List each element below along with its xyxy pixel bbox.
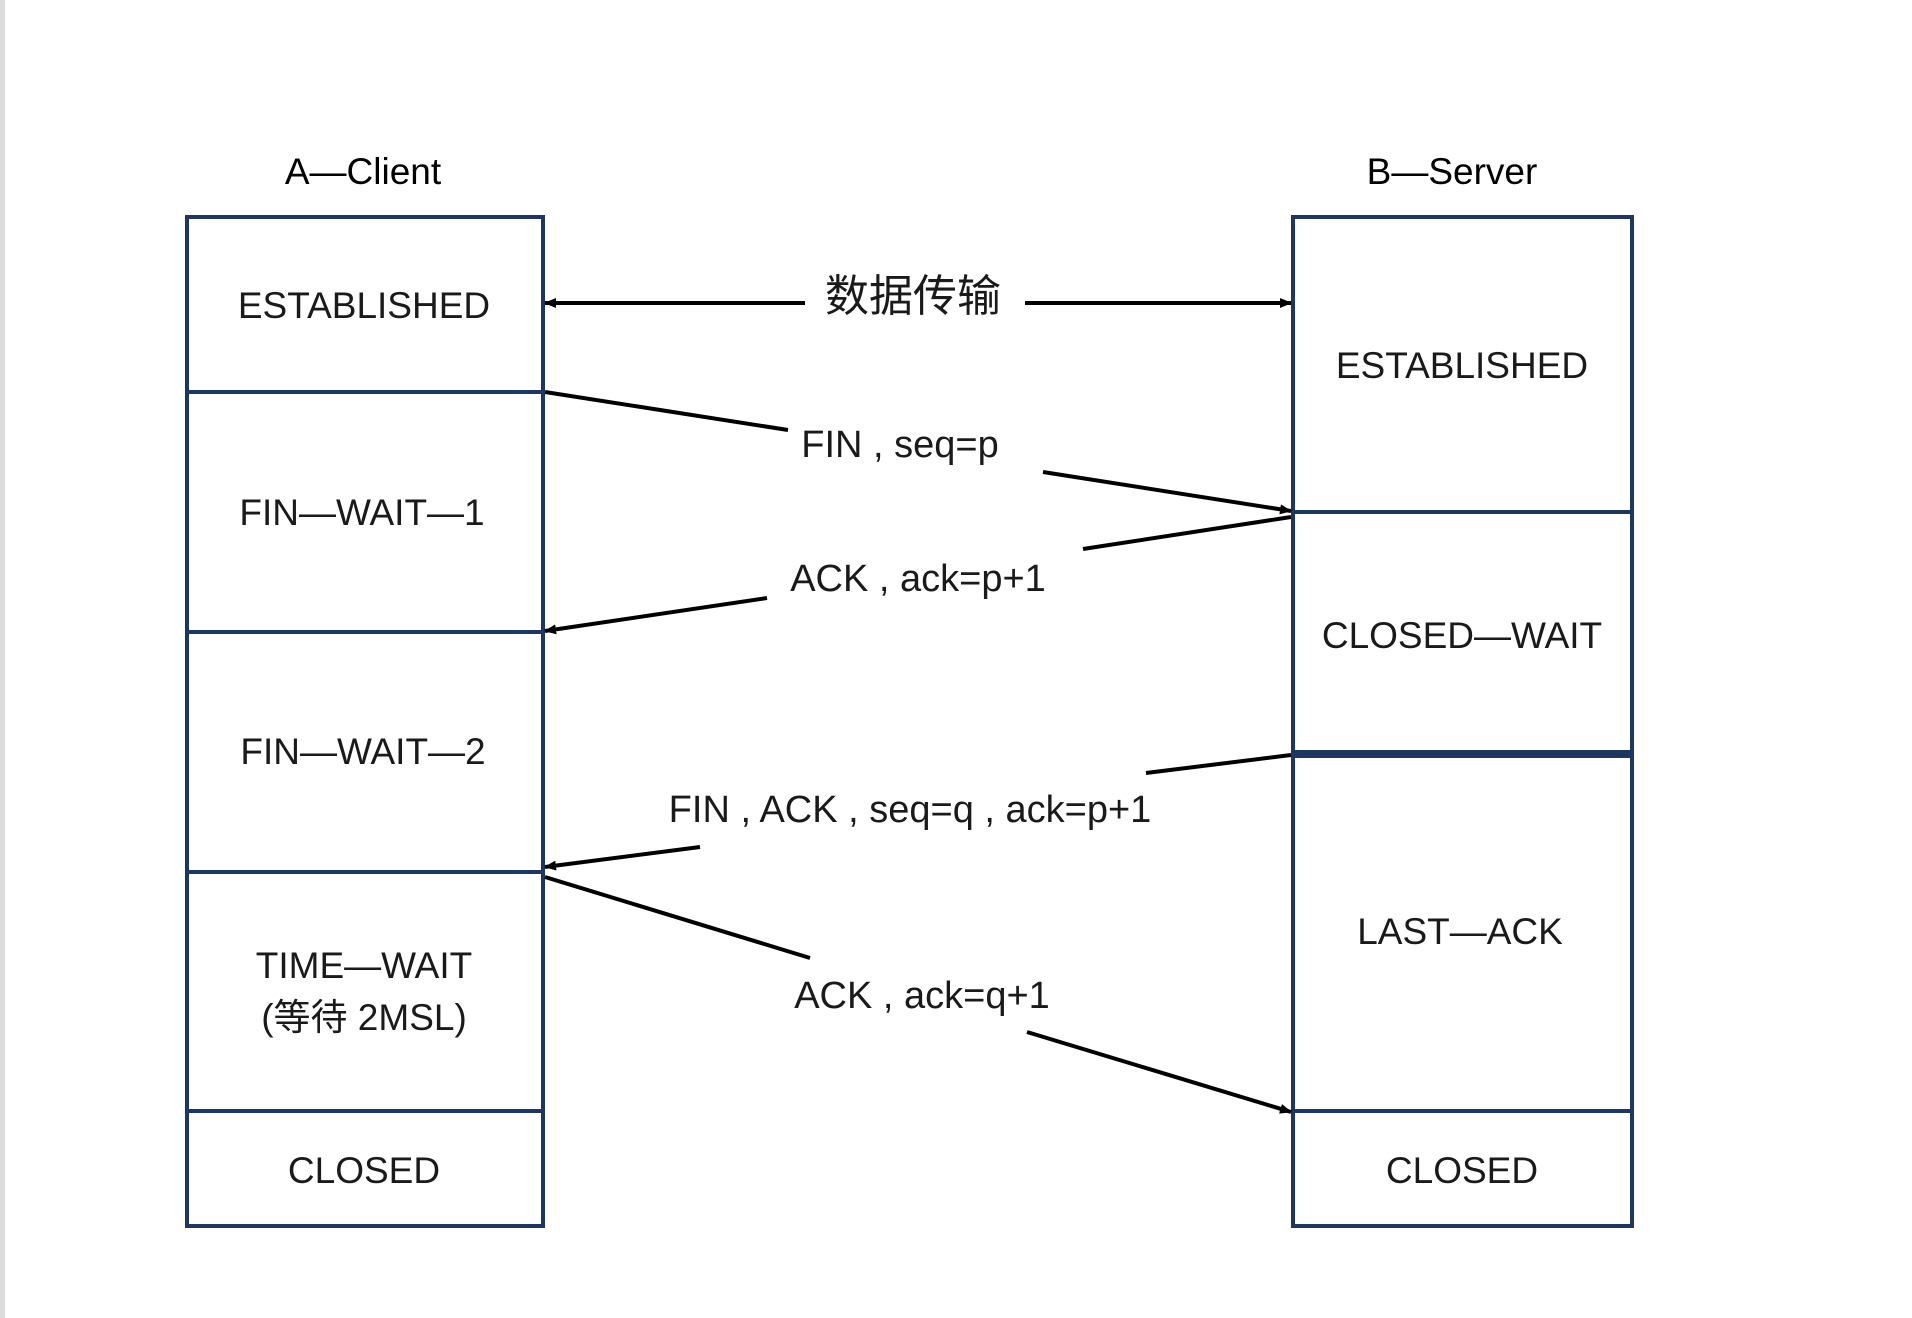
server-state-closed-wait: CLOSED—WAIT (1322, 615, 1602, 656)
client-state-time-wait: TIME—WAIT (256, 945, 473, 986)
ack1-message-arrow: ACK , ack=p+1 (544, 515, 1292, 635)
server-state-closed: CLOSED (1386, 1150, 1538, 1191)
server-box (1291, 215, 1634, 1228)
ack1-line-end (544, 596, 768, 635)
client-state-time-wait-note: (等待 2MSL) (261, 997, 467, 1038)
ack2-line-end (1026, 1030, 1292, 1114)
fin-line-end (1042, 470, 1292, 515)
client-state-established: ESTABLISHED (238, 285, 490, 326)
ack2-label: ACK , ack=q+1 (794, 975, 1050, 1017)
server-state-established: ESTABLISHED (1336, 345, 1588, 386)
data-transfer-arrow: 数据传输 (544, 272, 1292, 321)
fin-ack-message-arrow: FIN , ACK , seq=q , ack=p+1 (544, 753, 1292, 871)
page-edge (0, 0, 5, 1318)
ack1-line-start (1082, 515, 1292, 551)
client-state-fin-wait-2: FIN—WAIT—2 (240, 731, 485, 772)
server-title: B—Server (1367, 151, 1538, 192)
client-box (185, 215, 545, 1228)
fin-ack-label: FIN , ACK , seq=q , ack=p+1 (669, 789, 1152, 831)
client-state-closed: CLOSED (288, 1150, 440, 1191)
ack2-line-start (544, 875, 811, 960)
fin-message-arrow: FIN , seq=p (544, 390, 1292, 515)
fin-ack-line-start (1145, 753, 1292, 775)
server-state-last-ack: LAST—ACK (1357, 911, 1563, 952)
fin-label: FIN , seq=p (801, 424, 998, 466)
data-transfer-label: 数据传输 (825, 272, 1001, 321)
ack1-label: ACK , ack=p+1 (790, 558, 1046, 600)
client-state-fin-wait-1: FIN—WAIT—1 (239, 492, 484, 533)
client-column: ESTABLISHED FIN—WAIT—1 FIN—WAIT—2 TIME—W… (185, 215, 545, 1228)
server-column: ESTABLISHED CLOSED—WAIT LAST—ACK CLOSED (1291, 215, 1634, 1228)
fin-ack-line-end (544, 845, 701, 871)
fin-line-start (544, 390, 789, 432)
client-title: A—Client (285, 151, 442, 192)
ack2-message-arrow: ACK , ack=q+1 (544, 875, 1292, 1114)
